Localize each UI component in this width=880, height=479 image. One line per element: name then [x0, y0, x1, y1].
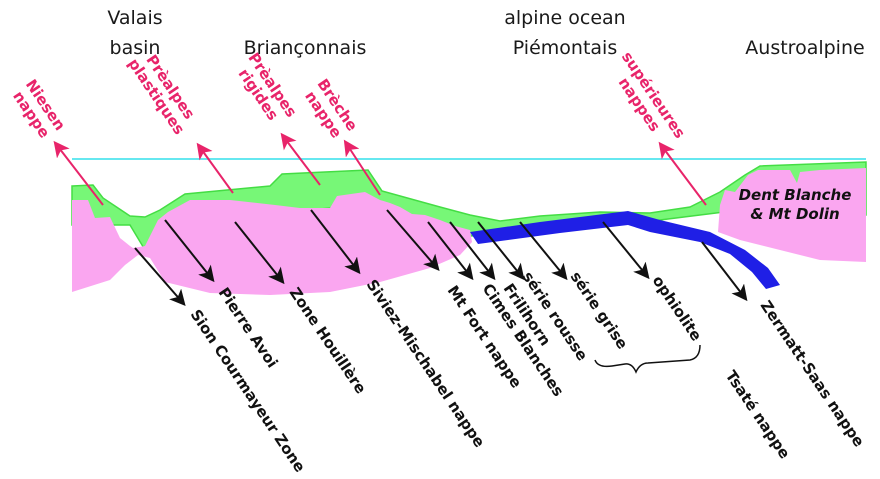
- arrow-serie-rousse: [477, 221, 525, 281]
- header-alpine-line1: alpine ocean: [504, 7, 625, 29]
- header-austroalpine: Austroalpine: [745, 37, 864, 59]
- header-valais-line2: basin: [110, 37, 161, 59]
- arrow-serie-grise: [519, 221, 568, 281]
- arrow-zone-houillere: [234, 221, 285, 285]
- label-dent-blanche-2: & Mt Dolin: [750, 205, 839, 223]
- label-superieures: supérieures nappes: [615, 48, 689, 141]
- label-prealpes-plastiques: Prèalpes plastiques: [124, 51, 198, 138]
- label-breche: Brèche nappe: [301, 76, 361, 142]
- arrow-ophiolite: [602, 221, 650, 280]
- arrow-cimes-blanches: [427, 221, 474, 281]
- label-zone-houillere: Zone Houillère: [286, 284, 370, 397]
- arrow-mt-fort: [386, 209, 440, 272]
- arrow-siviez: [310, 209, 361, 275]
- arrow-superieures: [658, 141, 707, 206]
- arrow-prealpes-rigides: [280, 132, 321, 186]
- basement-layer: [72, 192, 472, 295]
- arrow-frilihorn: [449, 221, 496, 281]
- arrow-zermatt: [701, 241, 748, 302]
- header-brianconnais: Briançonnais: [244, 37, 367, 59]
- label-niesen: Niesen nappe: [9, 76, 69, 141]
- arrow-niesen: [53, 140, 104, 206]
- label-prealpes-rigides: Prèalpes rigides: [235, 49, 301, 123]
- ophiolite-band: [470, 211, 780, 289]
- label-ophiolite: ophiolite: [649, 272, 706, 344]
- dent-blanche-basement: [718, 168, 866, 262]
- label-tsate-nappe: Tsaté nappe: [722, 367, 794, 462]
- arrow-prealpes-plastiques: [196, 142, 234, 194]
- header-alpine-line2: Piémontais: [513, 37, 617, 59]
- arrow-pierre-avoi: [164, 219, 215, 283]
- label-dent-blanche-1: Dent Blanche: [739, 186, 852, 204]
- tsate-brace: [594, 344, 701, 374]
- arrow-sion: [134, 247, 186, 307]
- arrow-breche: [343, 139, 381, 196]
- header-valais-line1: Valais: [107, 7, 162, 29]
